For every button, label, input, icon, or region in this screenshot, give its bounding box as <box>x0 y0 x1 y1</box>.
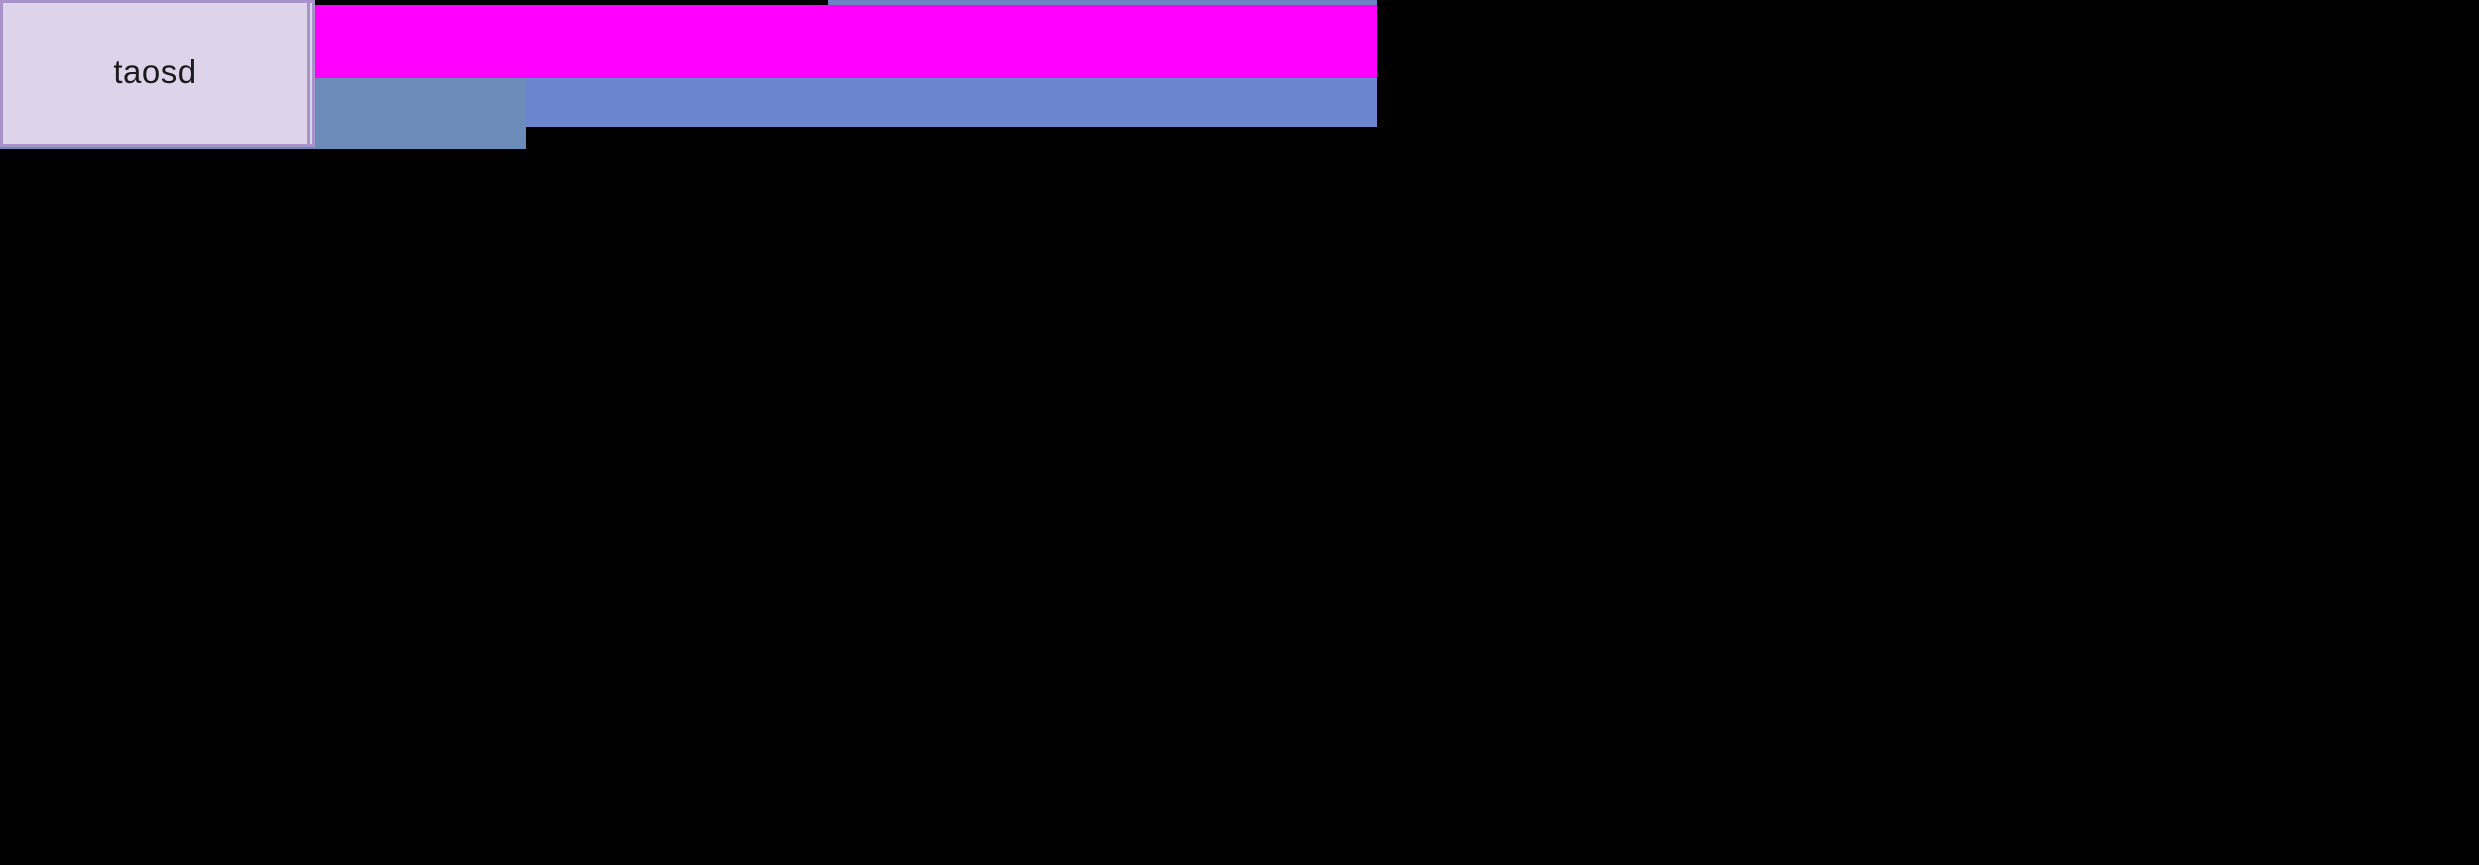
node-taosd-rest: taosd <box>0 0 310 147</box>
arrow-line <box>0 0 828 5</box>
node-label: taosd <box>113 52 197 90</box>
